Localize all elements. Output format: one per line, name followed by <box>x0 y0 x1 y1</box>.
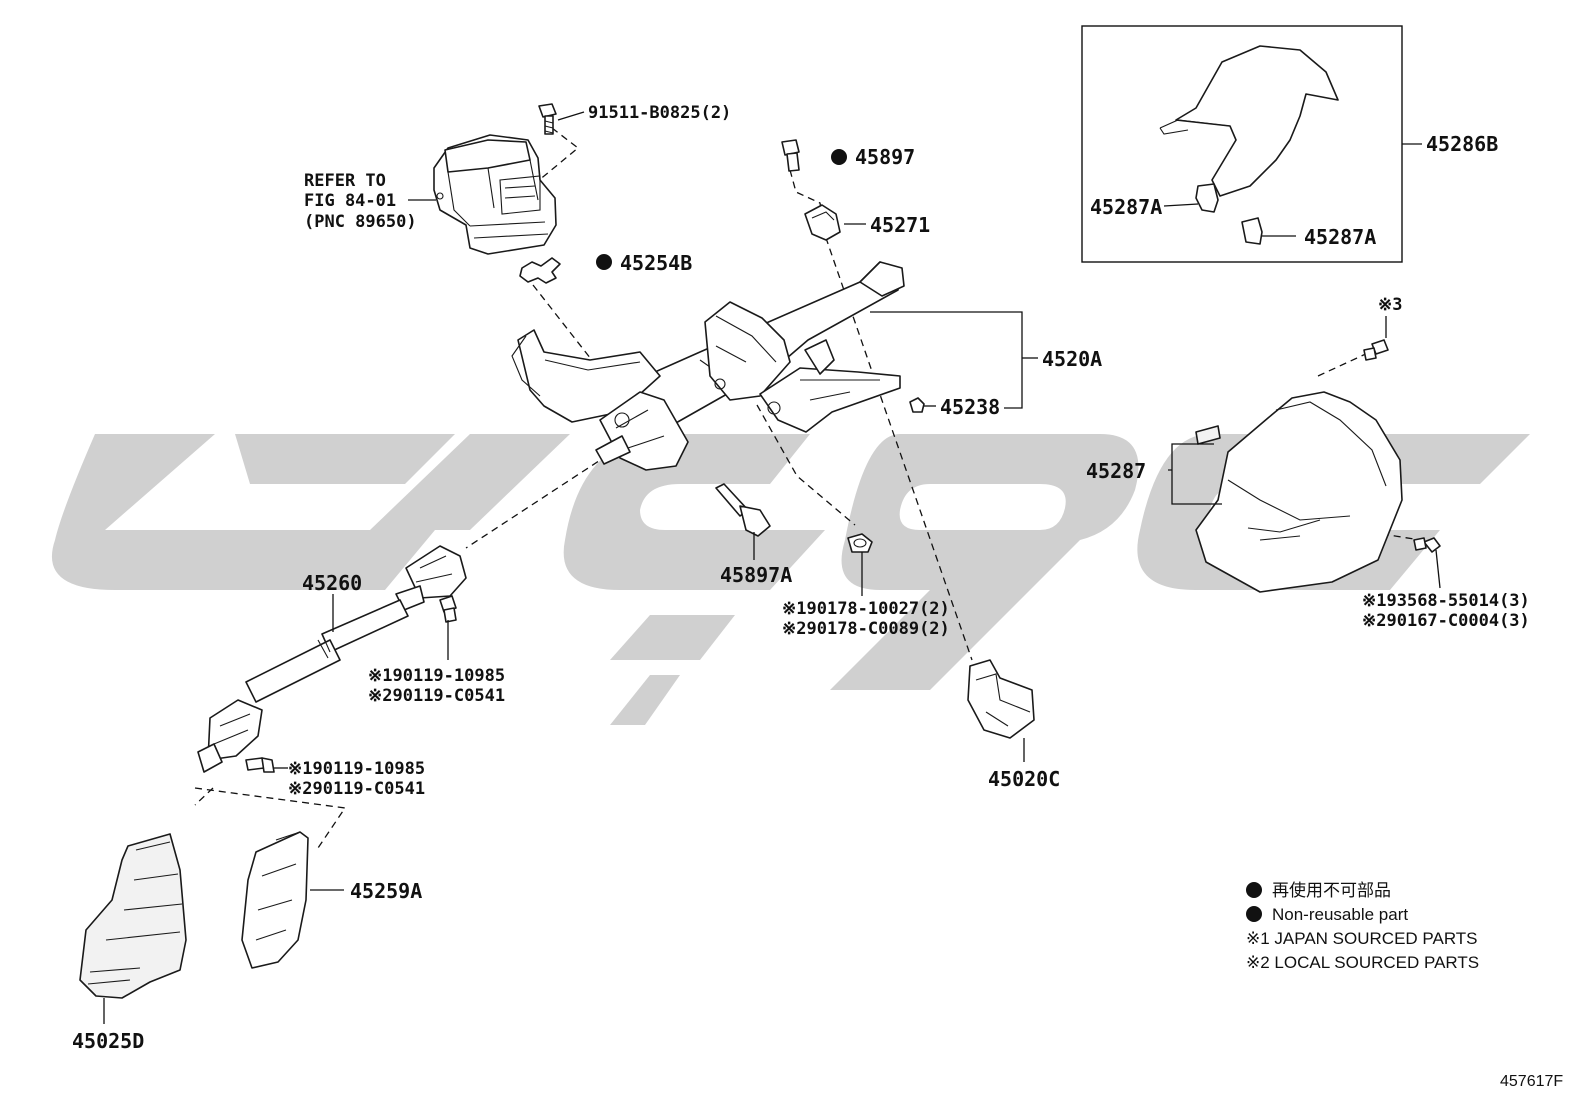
bolt-45897a[interactable] <box>715 483 771 537</box>
label-93568: ※193568-55014(3) <box>1362 591 1530 611</box>
clip-45287a-right[interactable] <box>1241 217 1263 245</box>
label-45238: 45238 <box>940 395 1000 419</box>
intermediate-shaft[interactable] <box>197 545 467 773</box>
clip-45287a-left[interactable] <box>1195 183 1219 213</box>
legend-nonreusable-en: Non-reusable part <box>1272 905 1408 924</box>
label-90119b-2: ※290119-C0541 <box>288 779 425 799</box>
steering-lock-module[interactable] <box>433 134 557 255</box>
boot-45025d[interactable] <box>79 833 187 999</box>
label-45286b: 45286B <box>1426 132 1498 156</box>
legend-note2: ※2 LOCAL SOURCED PARTS <box>1246 953 1479 972</box>
bolt-90119-upper[interactable] <box>439 595 457 623</box>
bolt-45897[interactable] <box>781 139 800 172</box>
nonreusable-marker-45897 <box>831 149 847 165</box>
label-45287: 45287 <box>1086 459 1146 483</box>
label-90167: ※290167-C0004(3) <box>1362 611 1530 631</box>
legend-dot-jp <box>1246 882 1262 898</box>
legend: 再使用不可部品 Non-reusable part ※1 JAPAN SOURC… <box>1246 880 1479 972</box>
figure-id: 457617F <box>1500 1073 1563 1090</box>
retainer-45254b[interactable] <box>519 257 561 284</box>
label-45287a-left: 45287A <box>1090 195 1162 219</box>
nonreusable-marker-45254b <box>596 254 612 270</box>
steering-column-assembly[interactable] <box>511 261 905 471</box>
label-45025d: 45025D <box>72 1029 144 1053</box>
label-90119a-2: ※290119-C0541 <box>368 686 505 706</box>
screw-93568[interactable] <box>1413 537 1441 553</box>
label-45260: 45260 <box>302 571 362 595</box>
bolt-90119-lower[interactable] <box>245 757 275 773</box>
label-90119b-1: ※190119-10985 <box>288 759 425 779</box>
label-45897a: 45897A <box>720 563 792 587</box>
label-91511: 91511-B0825(2) <box>588 103 731 123</box>
label-45897: 45897 <box>855 145 915 169</box>
leader-lines <box>103 111 1441 1024</box>
nut-45238[interactable] <box>909 397 925 413</box>
label-45020c: 45020C <box>988 767 1060 791</box>
label-note3: ※3 <box>1378 295 1402 315</box>
legend-note1: ※1 JAPAN SOURCED PARTS <box>1246 929 1478 948</box>
label-fig: FIG 84-01 <box>304 191 396 211</box>
label-90178-2: ※290178-C0089(2) <box>782 619 950 639</box>
label-90178-1: ※190178-10027(2) <box>782 599 950 619</box>
bolt-91511[interactable] <box>538 103 557 135</box>
label-45259a: 45259A <box>350 879 422 903</box>
label-pnc: (PNC 89650) <box>304 212 417 232</box>
label-refer-to: REFER TO <box>304 171 386 191</box>
nut-90178[interactable] <box>847 533 873 553</box>
screw-note3[interactable] <box>1363 339 1389 361</box>
label-4520a: 4520A <box>1042 347 1102 371</box>
legend-nonreusable-jp: 再使用不可部品 <box>1272 880 1391 900</box>
label-45254b: 45254B <box>620 251 692 275</box>
label-90119a-1: ※190119-10985 <box>368 666 505 686</box>
clip-45271[interactable] <box>804 204 841 241</box>
legend-dot-en <box>1246 906 1262 922</box>
lower-column-cover[interactable] <box>1195 391 1403 593</box>
label-45271: 45271 <box>870 213 930 237</box>
label-45287a-right: 45287A <box>1304 225 1376 249</box>
cover-45259a[interactable] <box>241 831 309 969</box>
sensor-45020c[interactable] <box>967 659 1035 739</box>
labels: 91511-B0825(2) REFER TO FIG 84-01 (PNC 8… <box>72 103 1530 1053</box>
